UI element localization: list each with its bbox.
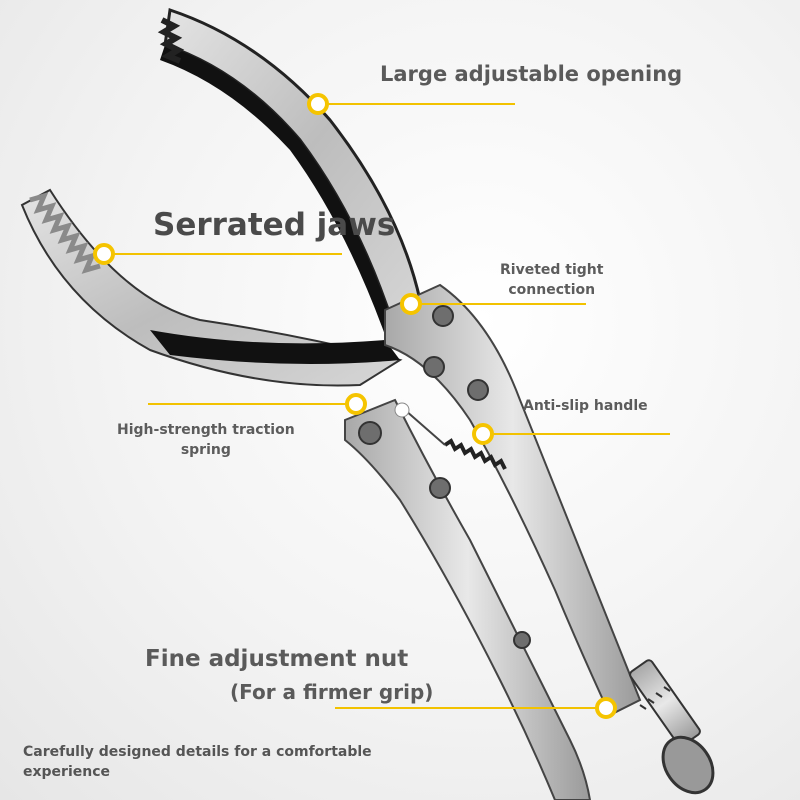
- marker-jaws: [93, 243, 115, 265]
- label-large-opening: Large adjustable opening: [380, 62, 683, 86]
- upper-jaw-teeth: [157, 17, 185, 64]
- upper-handle: [384, 283, 642, 717]
- label-serrated-jaws: Serrated jaws: [153, 207, 396, 243]
- callout-line-spring: [148, 403, 353, 405]
- lower-jaw-teeth: [29, 192, 101, 274]
- label-spring-line1: High-strength traction: [117, 422, 295, 438]
- lower-handle: [344, 398, 592, 800]
- callout-line-antislip: [490, 433, 670, 435]
- marker-opening: [307, 93, 329, 115]
- callout-line-jaws: [110, 253, 342, 255]
- rivets: [358, 305, 531, 649]
- label-spring: High-strength traction spring: [117, 420, 295, 460]
- callout-line-riveted: [418, 303, 586, 305]
- footer-caption: Carefully designed details for a comfort…: [23, 744, 372, 780]
- label-riveted-line1: Riveted tight: [500, 262, 604, 278]
- label-anti-slip: Anti-slip handle: [523, 398, 648, 414]
- label-firmer-grip: (For a firmer grip): [230, 680, 434, 704]
- label-fine-adjust: Fine adjustment nut: [145, 646, 409, 672]
- upper-jaw: [163, 8, 422, 334]
- label-spring-line2: spring: [180, 442, 231, 458]
- marker-antislip: [472, 423, 494, 445]
- callout-line-fine-adjust: [335, 707, 603, 709]
- label-riveted-line2: connection: [508, 282, 596, 298]
- marker-spring: [345, 393, 367, 415]
- label-riveted: Riveted tight connection: [500, 260, 603, 300]
- adjustment-screw: [629, 659, 715, 795]
- marker-fine-adjust: [595, 697, 617, 719]
- callout-line-opening: [325, 103, 515, 105]
- traction-spring: [443, 438, 507, 470]
- marker-riveted: [400, 293, 422, 315]
